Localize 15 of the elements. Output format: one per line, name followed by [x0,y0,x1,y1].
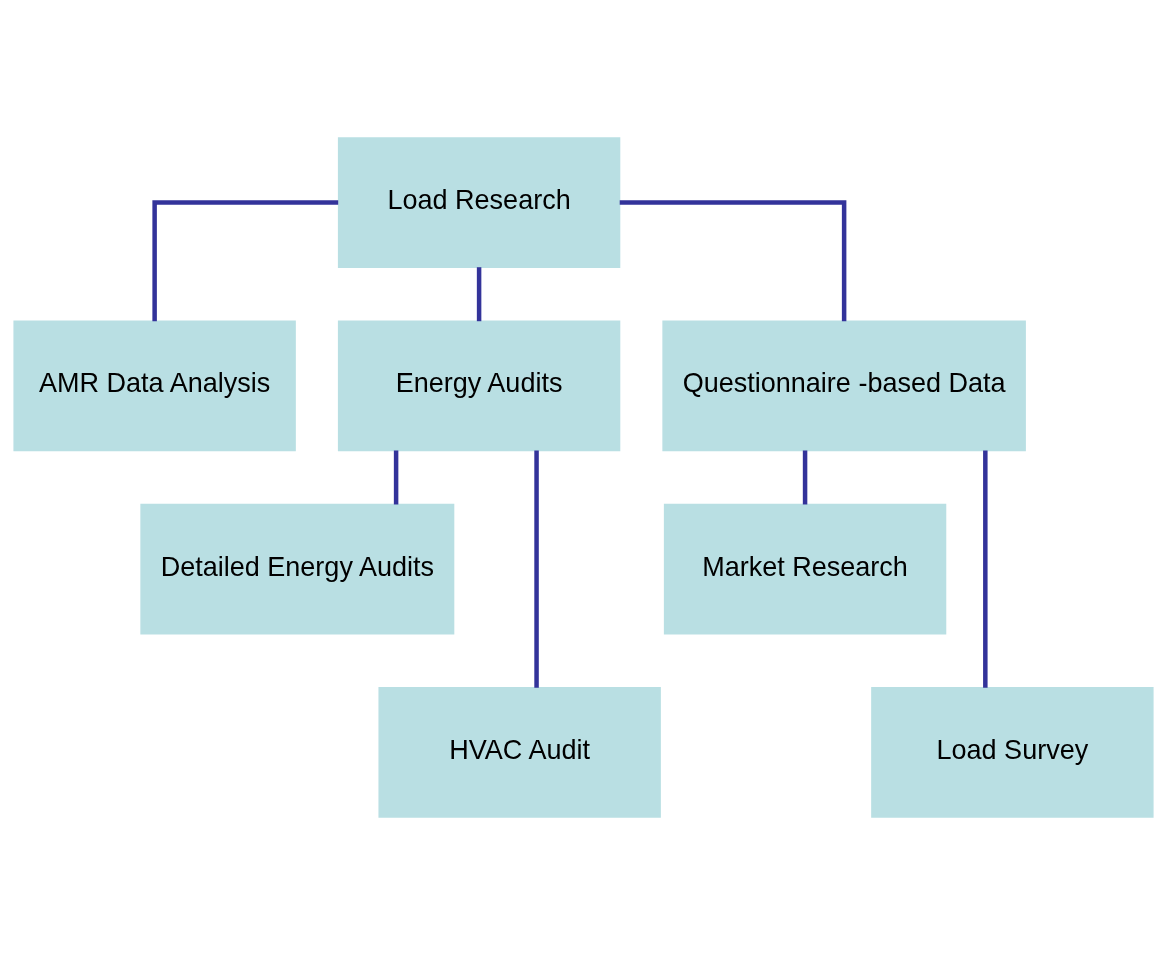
connector [152,200,339,322]
connector [534,450,539,688]
node-box: Load Research [337,137,621,268]
connector [619,200,847,322]
node-box: Detailed Energy Audits [140,503,455,635]
node-box: Market Research [663,503,947,635]
connector [476,267,482,322]
node-box: HVAC Audit [378,687,661,818]
connector [983,450,988,688]
connector [393,450,399,505]
node-box: Energy Audits [337,320,621,452]
node-box: AMR Data Analysis [13,320,296,452]
node-box: Questionnaire -based Data [662,320,1026,452]
node-box: Load Survey [871,687,1154,818]
connector [802,450,808,505]
